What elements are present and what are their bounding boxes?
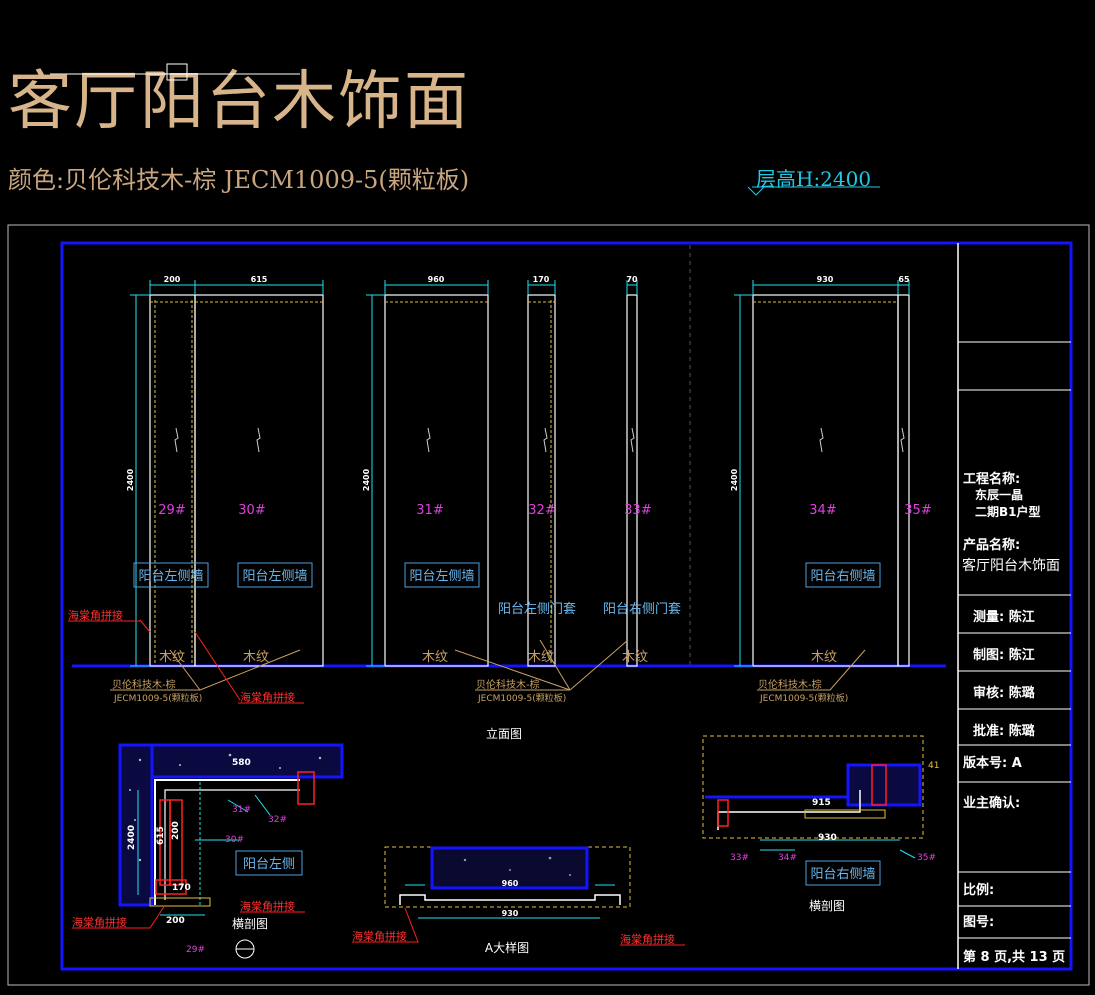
material-code-2: JECM1009-5(颗粒板)	[477, 692, 566, 704]
drawing-frame	[60, 241, 1073, 971]
dim-w-34: 930	[817, 275, 834, 284]
dim-height-2: 2400	[362, 468, 371, 491]
panel-number-31: 31#	[416, 503, 443, 518]
panel-31	[384, 294, 489, 667]
detail-a-joint-note-2: 海棠角拼接	[620, 932, 675, 946]
detail-a-joint-note-1: 海棠角拼接	[352, 929, 407, 943]
review-field: 审核: 陈璐	[973, 686, 1035, 701]
left-section-joint-note-1: 海棠角拼接	[72, 915, 127, 929]
dim-height-1: 2400	[126, 468, 135, 491]
right-section-ref-34: 34#	[778, 853, 797, 863]
left-section-dim-2: 615	[156, 826, 166, 845]
project-name-line1: 东辰一晶	[975, 488, 1024, 502]
grain-label-2: 木纹	[243, 650, 269, 665]
left-section-dim-3: 200	[171, 821, 181, 840]
right-section-ref-35: 35#	[917, 853, 936, 863]
detail-a-dim-2: 930	[502, 909, 519, 918]
dim-w-35: 65	[898, 275, 910, 284]
grain-label-5: 木纹	[622, 650, 648, 665]
elevation-panels	[149, 294, 910, 667]
panel-number-32: 32#	[528, 503, 555, 518]
detail-a-drawing: 960 930 海棠角拼接 海棠角拼接 A大样图	[352, 846, 685, 955]
project-label: 工程名称:	[963, 472, 1021, 487]
panel-number-30: 30#	[238, 503, 265, 518]
wall-label-1: 阳台左侧墙	[138, 569, 203, 584]
material-subtitle: 颜色:贝伦科技木-棕 JECM1009-5(颗粒板)	[8, 166, 470, 194]
panel-number-29: 29#	[158, 503, 185, 518]
panel-32	[527, 294, 556, 667]
material-note-3: 贝伦科技木-棕	[758, 678, 822, 691]
material-note-2: 贝伦科技木-棕	[476, 678, 540, 691]
version-field: 版本号: A	[963, 756, 1022, 771]
scale-field: 比例:	[963, 883, 995, 898]
left-section-ref-30: 30#	[225, 835, 244, 845]
right-section-ref-33: 33#	[730, 853, 749, 863]
wall-label-4: 阳台右侧墙	[810, 569, 875, 584]
left-section-dim-5: 2400	[127, 825, 137, 850]
draw-field: 制图: 陈江	[973, 648, 1035, 663]
wall-label-3: 阳台左侧墙	[409, 569, 474, 584]
panel-30	[194, 294, 324, 667]
left-section-joint-note-2: 海棠角拼接	[240, 899, 295, 913]
project-name-line2: 二期B1户型	[975, 505, 1041, 519]
page-number-field: 第 8 页,共 13 页	[963, 950, 1066, 965]
approve-field: 批准: 陈璐	[973, 724, 1035, 739]
panel-34	[752, 294, 899, 667]
material-code-1: JECM1009-5(颗粒板)	[113, 692, 202, 704]
grain-label-3: 木纹	[422, 650, 448, 665]
product-label: 产品名称:	[963, 538, 1021, 553]
title-block-grid	[958, 341, 1071, 939]
material-code-3: JECM1009-5(颗粒板)	[759, 692, 848, 704]
dim-w-31: 960	[428, 275, 445, 284]
dim-w-30: 615	[251, 275, 268, 284]
detail-a-dim-1: 960	[502, 879, 519, 888]
grain-label-4: 木纹	[528, 650, 554, 665]
left-section-ref-31: 31#	[232, 805, 251, 815]
panel-29	[149, 294, 196, 667]
page-title: 客厅阳台木饰面	[8, 65, 470, 139]
right-section-dim-1: 915	[812, 798, 831, 808]
right-section-wall-label: 阳台右侧墙	[810, 867, 875, 882]
panel-33	[626, 294, 638, 667]
dim-height-3: 2400	[730, 468, 739, 491]
material-note-1: 贝伦科技木-棕	[112, 678, 176, 691]
dim-w-33: 70	[626, 275, 638, 284]
left-section-caption: 横剖图	[232, 917, 268, 931]
joint-note-1: 海棠角拼接	[68, 608, 123, 622]
measure-field: 测量: 陈江	[973, 610, 1035, 625]
dim-w-32: 170	[533, 275, 550, 284]
drawing-number-field: 图号:	[963, 915, 995, 930]
owner-confirm-field: 业主确认:	[963, 796, 1021, 811]
left-section-ref-32: 32#	[268, 815, 287, 825]
dim-w-29: 200	[164, 275, 181, 284]
left-section-dim-4: 170	[172, 883, 191, 893]
outer-border	[7, 224, 1090, 986]
left-section-wall-label: 阳台左侧	[243, 857, 295, 872]
left-section-dim-1: 580	[232, 758, 251, 768]
left-section-dim-6: 200	[166, 916, 185, 926]
joint-note-2: 海棠角拼接	[240, 690, 295, 704]
left-section-drawing: 阳台左侧 580 615 200 170 2400 200 31# 32# 30…	[72, 743, 344, 959]
right-section-dim-2: 930	[818, 833, 837, 843]
right-section-caption: 横剖图	[809, 899, 845, 913]
panel-number-34: 34#	[809, 503, 836, 518]
right-section-drawing: 阳台右侧墙 915 930 41 33# 34# 35# 横剖图	[702, 735, 939, 913]
left-section-ref-29: 29#	[186, 945, 205, 955]
detail-a-caption: A大样图	[485, 940, 529, 955]
right-section-dim-3: 41	[928, 761, 939, 771]
door-label-right: 阳台右侧门套	[603, 601, 681, 617]
title-underline	[50, 63, 880, 196]
panel-35	[897, 294, 910, 667]
panel-number-33: 33#	[624, 503, 651, 518]
elevation-caption: 立面图	[486, 726, 522, 741]
panel-number-35: 35#	[904, 503, 931, 518]
wall-label-2: 阳台左侧墙	[242, 569, 307, 584]
product-name: 客厅阳台木饰面	[962, 558, 1060, 574]
grain-label-6: 木纹	[811, 650, 837, 665]
door-label-left: 阳台左侧门套	[498, 601, 576, 617]
